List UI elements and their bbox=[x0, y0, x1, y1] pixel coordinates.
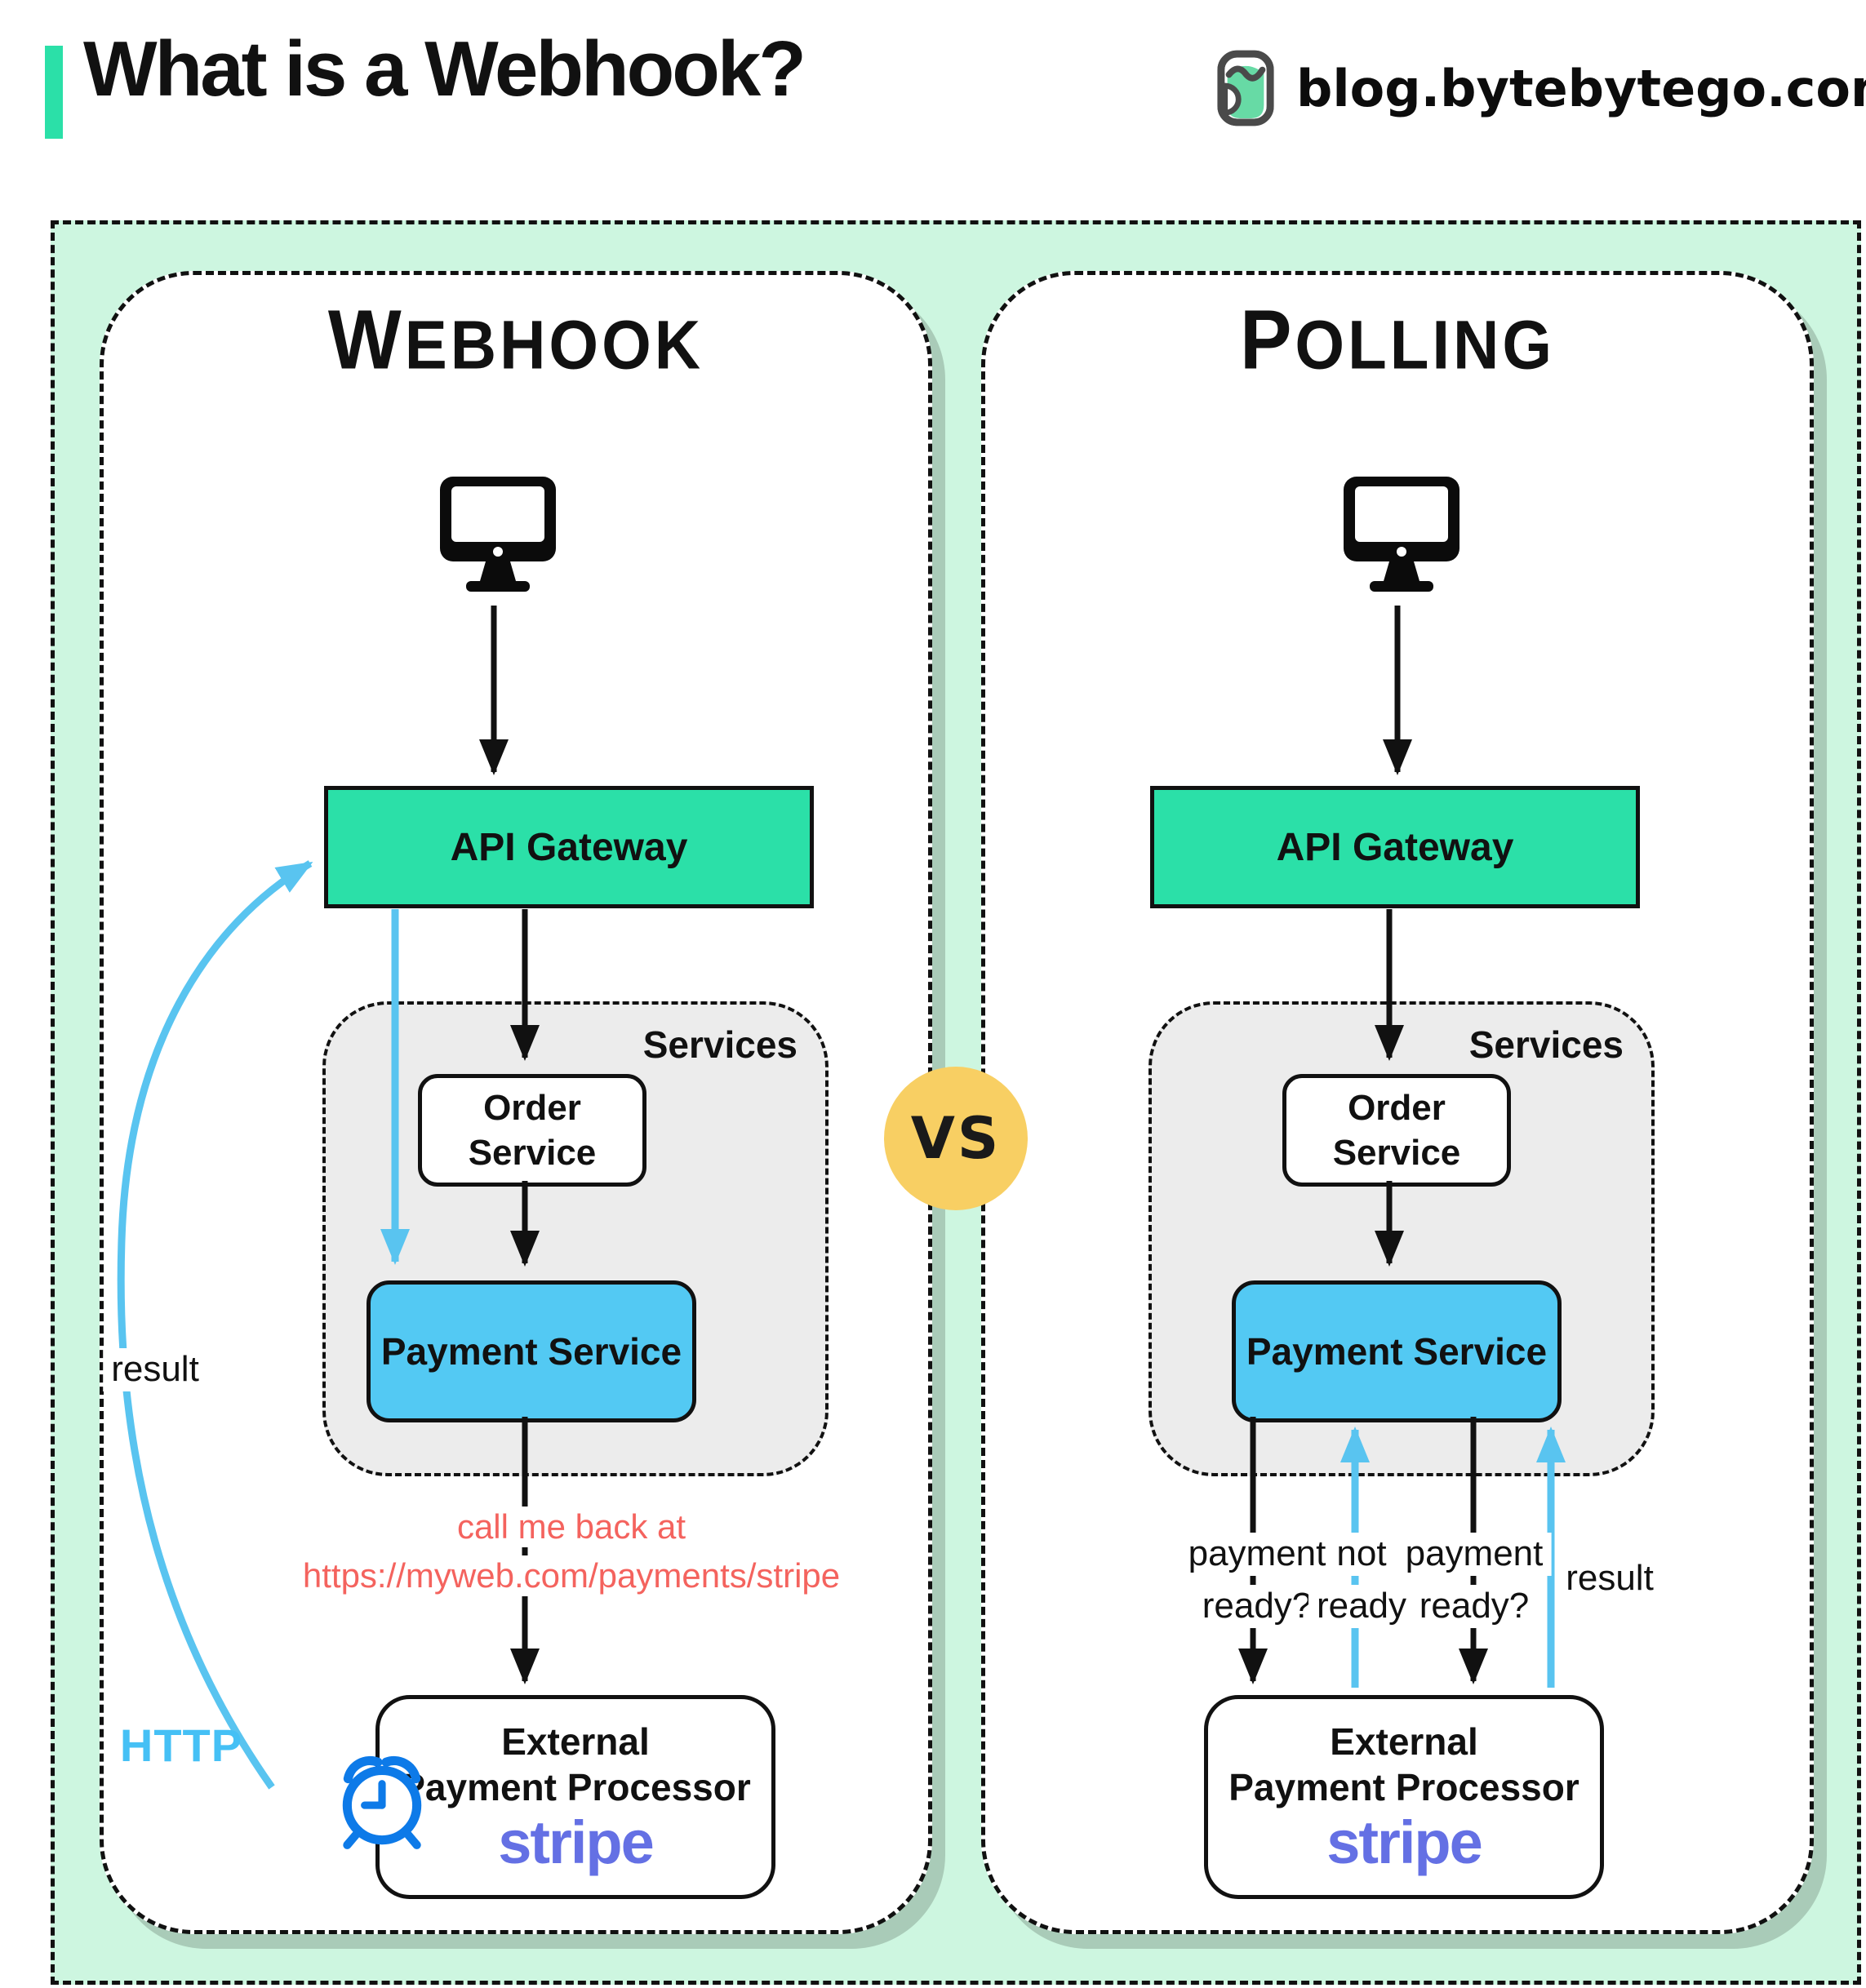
api-gateway-box: API Gateway bbox=[1150, 786, 1640, 908]
external-line1: External bbox=[1330, 1720, 1478, 1763]
panel-webhook: Webhook API Gateway Services Order Servi… bbox=[100, 271, 932, 1934]
stripe-logo: stripe bbox=[498, 1808, 655, 1877]
services-group-label: Services bbox=[1468, 1023, 1624, 1066]
poll-label-1-line1: payment bbox=[1180, 1533, 1335, 1576]
http-label: HTTP bbox=[119, 1720, 243, 1771]
callback-text-line2: https://myweb.com/payments/stripe bbox=[294, 1555, 849, 1597]
vs-badge: VS bbox=[884, 1067, 1028, 1210]
poll-label-1-line2: ready? bbox=[1193, 1585, 1321, 1628]
payment-service-box: Payment Service bbox=[1232, 1280, 1562, 1422]
poll-label-2-line2: ready bbox=[1308, 1585, 1415, 1628]
bytebytego-logo-icon bbox=[1217, 50, 1274, 126]
panel-polling: Polling API Gateway Services Order Servi… bbox=[981, 271, 1814, 1934]
alarm-clock-icon bbox=[342, 1755, 422, 1849]
external-line1: External bbox=[501, 1720, 650, 1763]
api-gateway-box: API Gateway bbox=[324, 786, 814, 908]
computer-monitor-icon bbox=[440, 477, 556, 592]
stripe-logo: stripe bbox=[1326, 1808, 1483, 1877]
services-group: Services Order Service Payment Service bbox=[1148, 1001, 1655, 1476]
order-service-box: Order Service bbox=[418, 1074, 646, 1187]
result-label: result bbox=[103, 1348, 207, 1391]
brand-site-url: blog.bytebytego.com bbox=[1296, 58, 1866, 118]
callback-text-line1: call me back at bbox=[448, 1507, 695, 1548]
brand: blog.bytebytego.com bbox=[1216, 47, 1866, 129]
external-line2: Payment Processor bbox=[1228, 1766, 1579, 1809]
panel-webhook-title: Webhook bbox=[327, 293, 704, 388]
services-group: Services Order Service Payment Service bbox=[322, 1001, 829, 1476]
poll-label-2-line1: not bbox=[1328, 1533, 1395, 1576]
order-service-box: Order Service bbox=[1282, 1074, 1511, 1187]
computer-monitor-icon bbox=[1344, 477, 1459, 592]
poll-label-3-line1: payment bbox=[1397, 1533, 1552, 1576]
panel-polling-title: Polling bbox=[1239, 293, 1556, 388]
poll-result-label: result bbox=[1557, 1557, 1662, 1600]
external-payment-processor-box: External Payment Processor stripe bbox=[375, 1695, 775, 1899]
external-payment-processor-box: External Payment Processor stripe bbox=[1204, 1695, 1604, 1899]
external-line2: Payment Processor bbox=[400, 1766, 751, 1809]
poll-label-3-line2: ready? bbox=[1411, 1585, 1538, 1628]
page-title: What is a Webhook? bbox=[83, 25, 806, 113]
title-accent-bar bbox=[45, 46, 63, 139]
services-group-label: Services bbox=[642, 1023, 797, 1066]
payment-service-box: Payment Service bbox=[367, 1280, 696, 1422]
